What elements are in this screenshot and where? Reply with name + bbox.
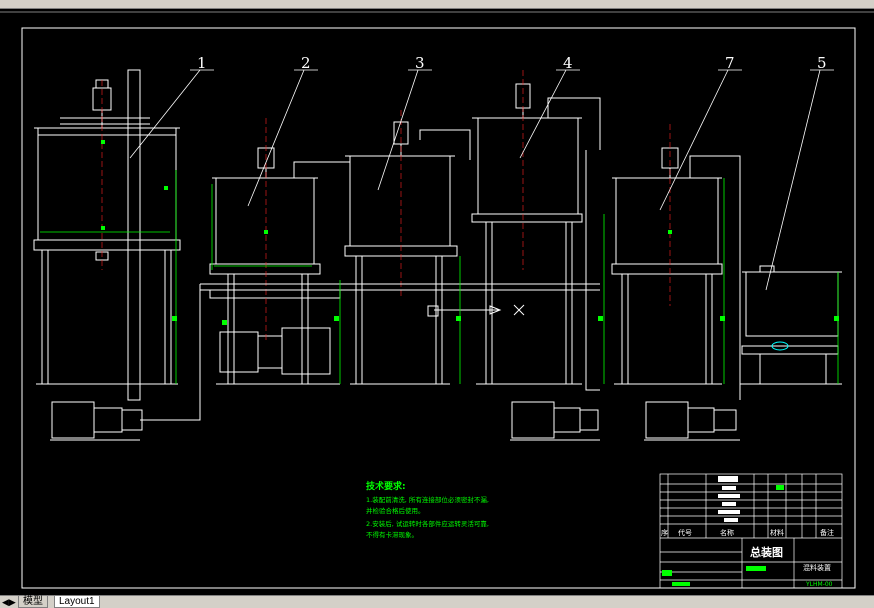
tech-notes: 技术要求: 1.装配前清洗, 所有连接部位必须密封不漏, 并检验合格后使用。 2… [366, 480, 489, 539]
drawing-frame [21, 27, 856, 589]
tank-5-agitator [771, 341, 789, 351]
title-col-remark: 备注 [820, 528, 834, 537]
title-col-name: 名称 [720, 528, 734, 537]
leader-label-2: 2 [301, 54, 311, 72]
tank-1[interactable] [33, 69, 181, 401]
main-pipeline [140, 283, 600, 421]
tank-7[interactable] [611, 147, 741, 400]
title-device-name: 混料装置 [803, 563, 831, 572]
tab-scroll-arrows[interactable]: ◀▶ [2, 597, 16, 607]
leader-label-3: 3 [415, 54, 425, 72]
pump-3[interactable] [644, 401, 740, 441]
leader-label-1: 1 [197, 54, 207, 72]
tech-notes-line-4: 不得有卡滞现象。 [366, 530, 418, 539]
title-block-white-fills [718, 476, 740, 522]
leader-labels: 1 2 3 4 7 5 [197, 54, 827, 72]
layout-tab-bar: ◀▶ 模型 Layout1 [0, 595, 874, 608]
tech-notes-line-1: 1.装配前清洗, 所有连接部位必须密封不漏, [366, 495, 489, 504]
leader-lines [129, 69, 834, 291]
tech-notes-heading: 技术要求: [366, 480, 406, 492]
title-drawing-number: YLHM-00 [805, 581, 833, 588]
pump-1[interactable] [50, 401, 143, 441]
title-col-material: 材料 [770, 528, 784, 537]
tank-5[interactable] [740, 265, 842, 385]
drawing-canvas[interactable]: 1 2 3 4 7 5 技术要求: 1.装配前清洗, 所有连接部位必须密封不漏,… [0, 8, 874, 595]
leader-label-4: 4 [563, 54, 573, 72]
title-col-index: 序 [661, 528, 668, 537]
pump-2[interactable] [510, 401, 600, 441]
leader-label-5: 5 [817, 54, 827, 72]
leader-label-7: 7 [725, 54, 735, 72]
title-block-text: 序 代号 名称 材料 备注 总装图 混料装置 YLHM-00 [661, 528, 834, 588]
toolbar-strip [0, 0, 874, 9]
tank-3[interactable] [293, 121, 471, 385]
title-drawing-name: 总装图 [750, 545, 783, 559]
direction-marker-x [513, 304, 525, 316]
dimension-ticks [101, 140, 839, 325]
tech-notes-line-3: 2.安装后, 试运转时各部件应运转灵活可靠, [366, 519, 489, 528]
title-block-fills [662, 485, 784, 586]
tab-model[interactable]: 模型 [18, 596, 48, 608]
title-col-code: 代号 [678, 528, 692, 537]
tank-4[interactable] [471, 83, 601, 391]
tab-layout1[interactable]: Layout1 [54, 596, 100, 608]
title-block [659, 473, 843, 589]
ucs-icon [427, 305, 439, 317]
tech-notes-line-2: 并检验合格后使用。 [366, 506, 425, 515]
